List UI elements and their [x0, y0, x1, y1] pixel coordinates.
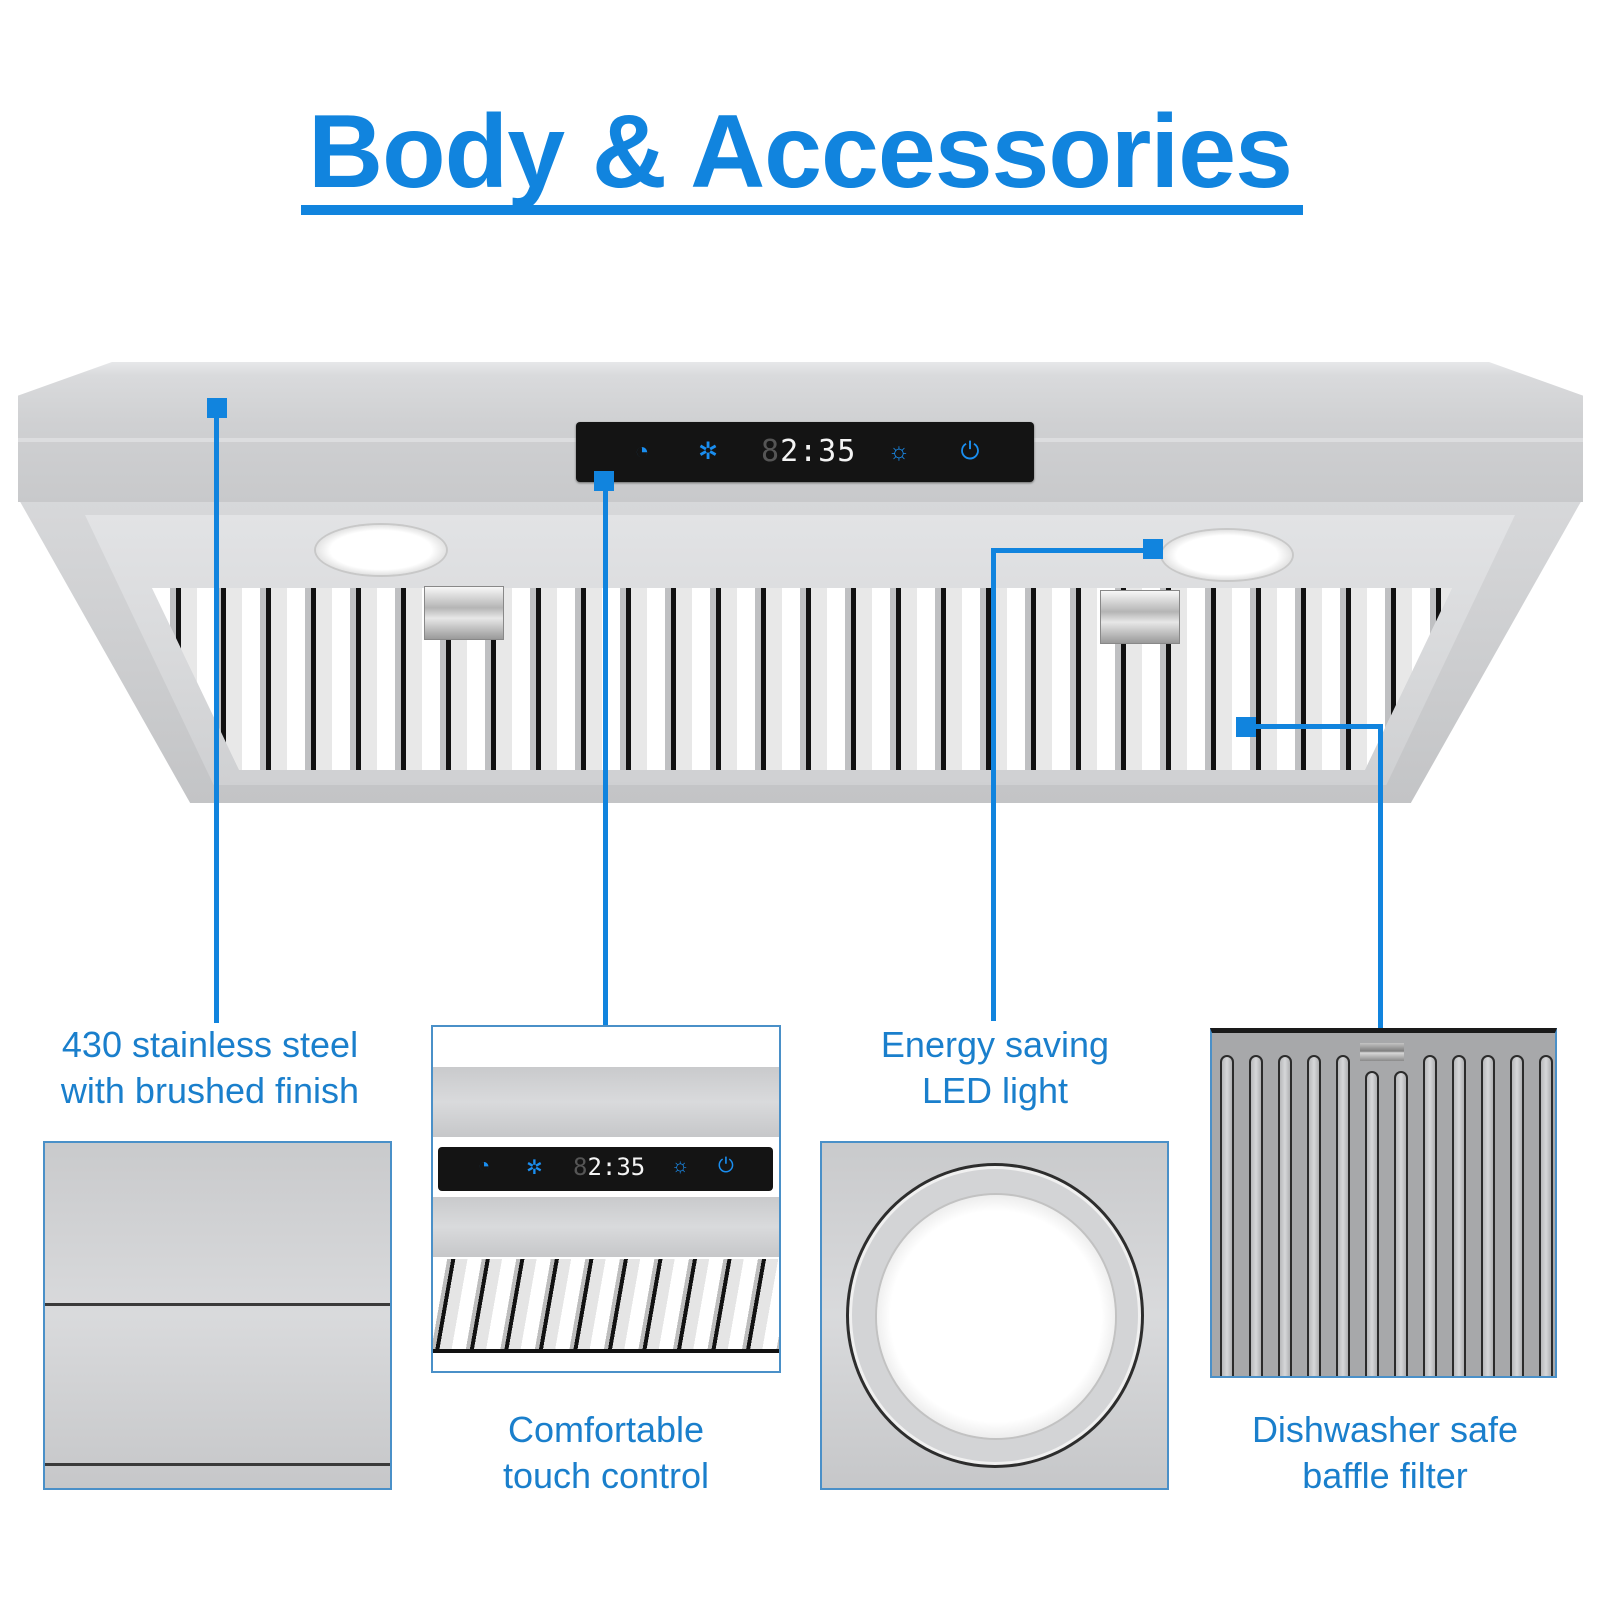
feature-label-line: with brushed finish — [60, 1070, 360, 1111]
touch-control-panel: ◔ ✲ 82:35 ☼ ⏻ — [576, 422, 1034, 482]
page-title: Body & Accessories — [308, 94, 1293, 210]
feature-label-steel: 430 stainless steel with brushed finish — [30, 1022, 390, 1114]
filter-handle — [1360, 1043, 1404, 1061]
power-icon: ⏻ — [718, 1155, 734, 1177]
detail-time-display: 82:35 — [573, 1153, 645, 1181]
callout-line-filter-v — [1378, 724, 1383, 1028]
light-icon[interactable]: ☼ — [888, 438, 910, 465]
baffle-filters — [152, 588, 1452, 778]
callout-marker-led — [1143, 539, 1163, 559]
brushed-steel-sample — [43, 1141, 392, 1490]
feature-label-line: Dishwasher safe — [1251, 1409, 1519, 1450]
display-time: 2:35 — [587, 1153, 646, 1181]
callout-line-filter-h — [1246, 724, 1382, 729]
display-ghost-digit: 8 — [573, 1153, 588, 1181]
feature-label-line: 430 stainless steel — [61, 1024, 359, 1065]
filter-handle-left — [424, 586, 504, 640]
time-display: 82:35 — [761, 434, 855, 470]
led-light-right — [1162, 530, 1292, 580]
feature-label-line: touch control — [502, 1455, 710, 1496]
detail-control-panel: ◔ ✲ 82:35 ☼ ⏻ — [438, 1147, 773, 1191]
led-light-detail — [820, 1141, 1169, 1490]
detail-steel-strip — [433, 1067, 779, 1137]
callout-line-led-v — [991, 548, 996, 1021]
feature-label-line: LED light — [921, 1070, 1069, 1111]
panel-seam — [45, 1303, 390, 1306]
detail-filter-edge — [433, 1349, 779, 1353]
fan-icon: ✲ — [526, 1157, 543, 1179]
power-icon[interactable]: ⏻ — [960, 438, 980, 465]
fan-icon[interactable]: ✲ — [697, 438, 719, 465]
timer-icon: ◔ — [478, 1155, 491, 1177]
panel-seam — [45, 1463, 390, 1466]
baffle-filter-detail — [1210, 1028, 1557, 1378]
title-underline — [301, 205, 1303, 215]
led-lens — [877, 1195, 1115, 1438]
feature-label-filter: Dishwasher safe baffle filter — [1195, 1407, 1575, 1499]
callout-line-touch — [603, 478, 608, 1028]
detail-filter-slats — [433, 1259, 779, 1349]
callout-line-led-h — [991, 548, 1151, 553]
timer-icon[interactable]: ◔ — [634, 438, 650, 465]
detail-steel-strip — [433, 1197, 779, 1257]
led-light-left — [316, 525, 446, 575]
feature-label-line: baffle filter — [1302, 1455, 1468, 1496]
feature-label-led: Energy saving LED light — [815, 1022, 1175, 1114]
filter-handle-right — [1100, 590, 1180, 644]
callout-line-steel — [214, 405, 219, 1023]
light-icon: ☼ — [671, 1155, 690, 1177]
feature-label-line: Energy saving — [880, 1024, 1110, 1065]
touch-control-detail: ◔ ✲ 82:35 ☼ ⏻ — [431, 1025, 781, 1373]
feature-label-touch: Comfortable touch control — [431, 1407, 781, 1499]
display-ghost-digit: 8 — [761, 434, 781, 469]
feature-label-line: Comfortable — [507, 1409, 705, 1450]
filter-frame — [230, 770, 1370, 782]
display-time: 2:35 — [780, 434, 857, 469]
